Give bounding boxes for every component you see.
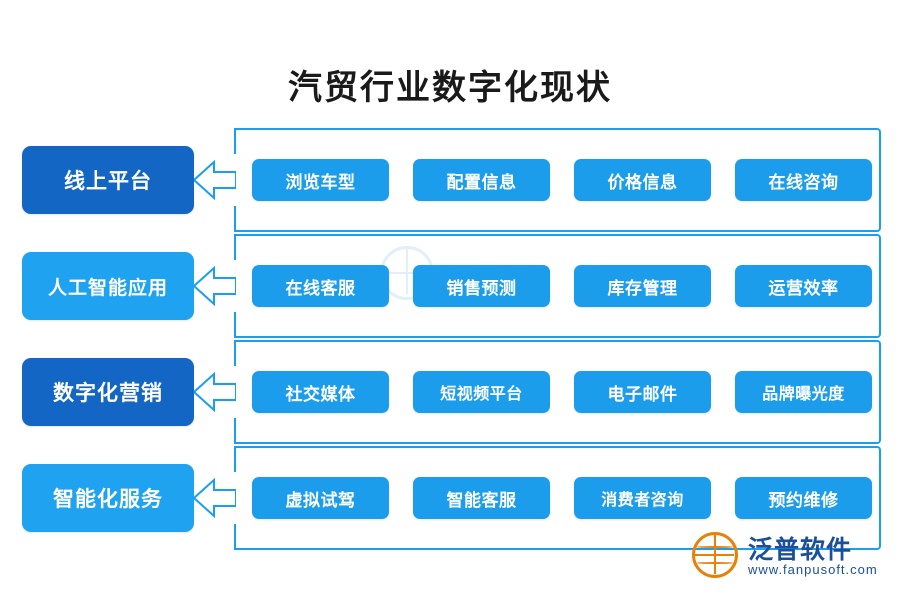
bracket-stub-bottom-2 xyxy=(234,312,236,338)
category-label-2: 人工智能应用 xyxy=(47,277,168,299)
bracket-2 xyxy=(234,234,881,338)
bracket-4 xyxy=(234,446,881,550)
category-box-4[interactable]: 智能化服务 xyxy=(22,464,194,532)
bracket-stub-top-2 xyxy=(234,234,236,260)
item-group-1: 浏览车型 配置信息 价格信息 在线咨询 xyxy=(252,154,872,206)
bracket-stub-top-1 xyxy=(234,128,236,154)
item-label: 销售预测 xyxy=(446,278,517,298)
globe-parallel xyxy=(694,554,734,556)
item-box[interactable]: 销售预测 xyxy=(413,265,550,307)
category-label-3: 数字化营销 xyxy=(53,382,163,405)
arrow-left-icon-3 xyxy=(194,370,236,414)
item-box[interactable]: 在线客服 xyxy=(252,265,389,307)
arrow-left-icon-2 xyxy=(194,264,236,308)
item-label: 品牌曝光度 xyxy=(762,386,845,403)
bracket-1 xyxy=(234,128,881,232)
item-box[interactable]: 配置信息 xyxy=(413,159,550,201)
category-box-1[interactable]: 线上平台 xyxy=(22,146,194,214)
item-group-4: 虚拟试驾 智能客服 消费者咨询 预约维修 xyxy=(252,472,872,524)
arrow-left-icon-1 xyxy=(194,158,236,202)
item-box[interactable]: 在线咨询 xyxy=(735,159,872,201)
arrow-left-icon-4 xyxy=(194,476,236,520)
bracket-stub-top-3 xyxy=(234,340,236,366)
item-group-2: 在线客服 销售预测 库存管理 运营效率 xyxy=(252,260,872,312)
item-label: 在线咨询 xyxy=(768,172,839,192)
bracket-stub-bottom-1 xyxy=(234,206,236,232)
item-label: 运营效率 xyxy=(768,278,839,298)
item-box[interactable]: 电子邮件 xyxy=(574,371,711,413)
bracket-stub-bottom-3 xyxy=(234,418,236,444)
item-box[interactable]: 浏览车型 xyxy=(252,159,389,201)
item-label: 价格信息 xyxy=(607,172,678,192)
item-label: 社交媒体 xyxy=(285,384,356,404)
item-box[interactable]: 短视频平台 xyxy=(413,371,550,413)
item-label: 短视频平台 xyxy=(440,386,523,403)
item-box[interactable]: 品牌曝光度 xyxy=(735,371,872,413)
category-label-4: 智能化服务 xyxy=(53,488,163,511)
item-label: 在线客服 xyxy=(285,278,356,298)
bracket-3 xyxy=(234,340,881,444)
item-label: 预约维修 xyxy=(768,490,839,510)
globe-parallel-upper xyxy=(696,546,734,549)
item-label: 消费者咨询 xyxy=(601,492,684,509)
item-label: 智能客服 xyxy=(446,490,517,510)
item-group-3: 社交媒体 短视频平台 电子邮件 品牌曝光度 xyxy=(252,366,872,418)
bracket-stub-bottom-4 xyxy=(234,524,236,550)
page-title: 汽贸行业数字化现状 xyxy=(288,70,612,107)
item-box[interactable]: 智能客服 xyxy=(413,477,550,519)
item-box[interactable]: 预约维修 xyxy=(735,477,872,519)
item-box[interactable]: 虚拟试驾 xyxy=(252,477,389,519)
item-box[interactable]: 消费者咨询 xyxy=(574,477,711,519)
item-box[interactable]: 价格信息 xyxy=(574,159,711,201)
globe-parallel-lower xyxy=(696,562,734,565)
item-box[interactable]: 社交媒体 xyxy=(252,371,389,413)
item-label: 库存管理 xyxy=(607,278,678,298)
logo-domain-text: www.fanpusoft.com xyxy=(748,562,878,577)
item-label: 电子邮件 xyxy=(607,384,678,404)
item-label: 配置信息 xyxy=(446,172,517,192)
category-box-3[interactable]: 数字化营销 xyxy=(22,358,194,426)
company-logo: 泛普软件 www.fanpusoft.com xyxy=(692,530,882,582)
bracket-stub-top-4 xyxy=(234,446,236,472)
category-label-1: 线上平台 xyxy=(64,170,152,193)
item-box[interactable]: 库存管理 xyxy=(574,265,711,307)
globe-icon xyxy=(692,532,738,578)
item-box[interactable]: 运营效率 xyxy=(735,265,872,307)
logo-brand-text: 泛普软件 xyxy=(748,537,853,564)
item-label: 虚拟试驾 xyxy=(285,490,356,510)
item-label: 浏览车型 xyxy=(285,172,356,192)
category-box-2[interactable]: 人工智能应用 xyxy=(22,252,194,320)
